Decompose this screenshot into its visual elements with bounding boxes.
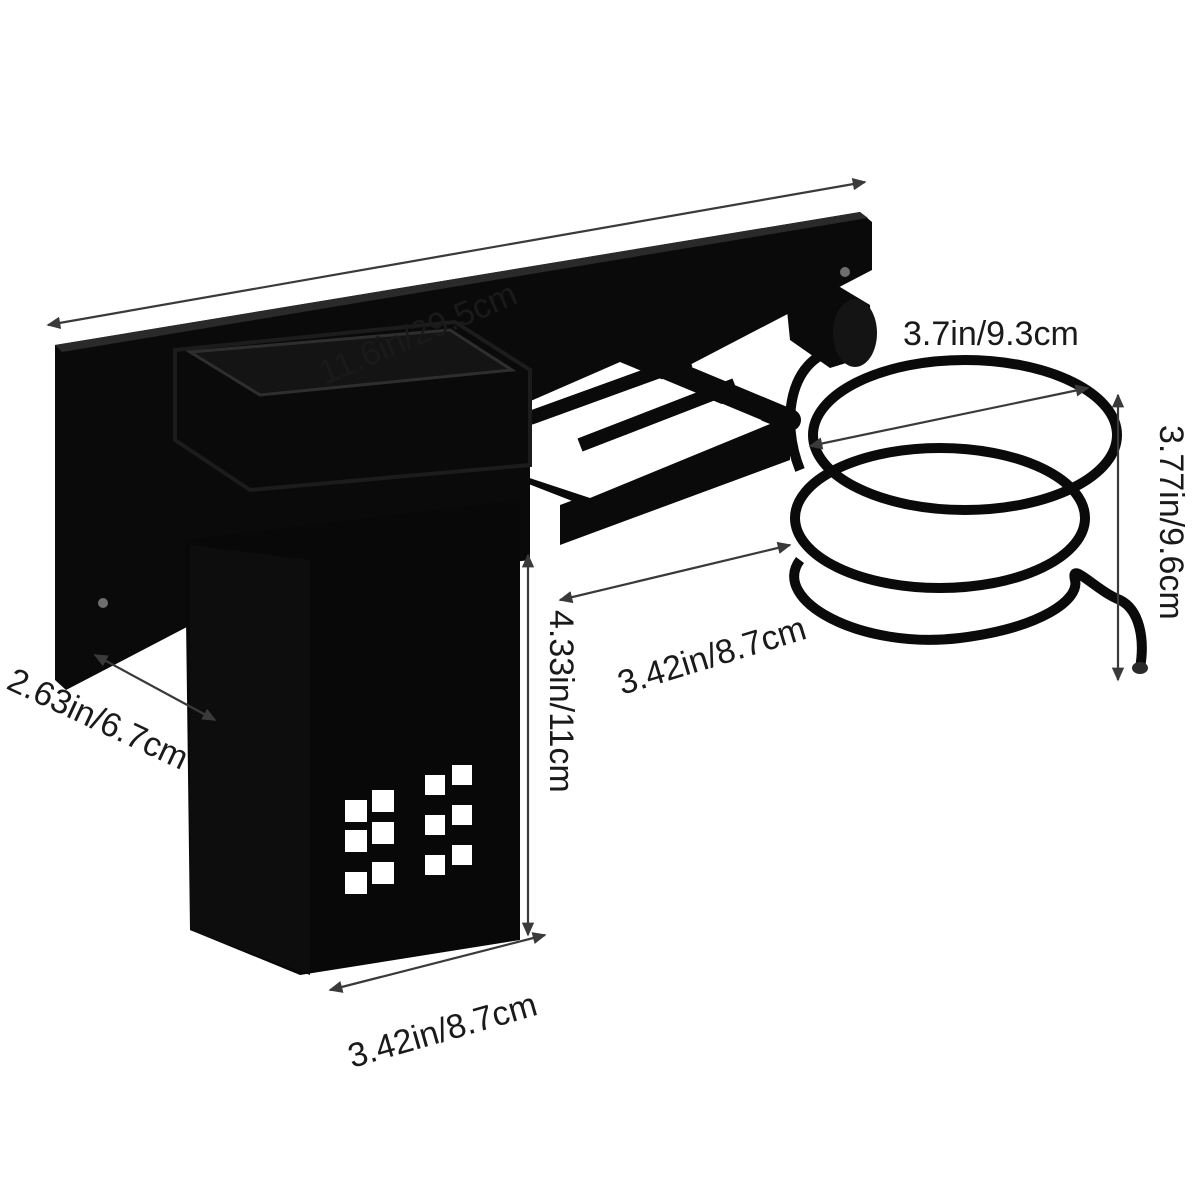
cup-depth-line [93,654,217,721]
dimension-lines [46,178,1125,993]
shelf-depth-line [558,541,792,604]
cup-vent-pattern [345,765,472,894]
coil-diameter-label: 3.7in/9.3cm [903,315,1079,353]
coil-diameter-line [808,384,1090,450]
cup-height-label: 4.33in/11cm [542,610,580,793]
shelf-depth-label: 3.42in/8.7cm [613,609,810,702]
screw-hole-right [840,267,850,277]
overall-length-line [46,178,867,329]
coil-height-label: 3.77in/9.6cm [1152,425,1190,620]
cup-width-line [328,932,547,993]
cup-depth-label: 2.63in/6.7cm [2,661,194,778]
cup-holder [120,319,532,975]
cup-width-label: 3.42in/8.7cm [344,986,542,1076]
screw-hole-left [98,598,108,608]
